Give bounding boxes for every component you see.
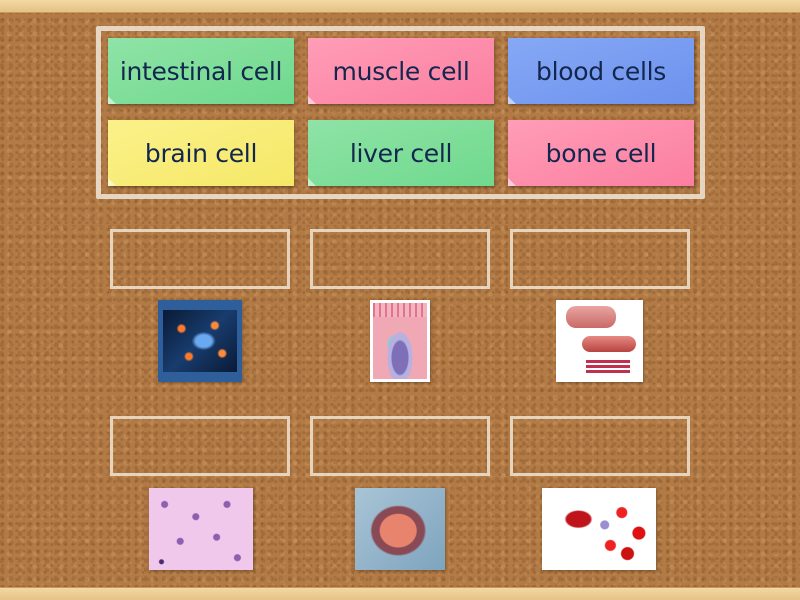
drop-zone-5[interactable] (310, 416, 490, 476)
drop-zone-3[interactable] (510, 229, 690, 289)
intestinal-cell-diagram-image (370, 300, 430, 382)
card-brain-cell[interactable]: brain cell (108, 120, 294, 186)
neuron-network-image (158, 300, 242, 382)
myofibril-shape (586, 360, 630, 374)
board-frame-top (0, 0, 800, 13)
card-liver-cell[interactable]: liver cell (308, 120, 494, 186)
liver-tissue-micrograph-image (149, 488, 253, 570)
card-bone-cell[interactable]: bone cell (508, 120, 694, 186)
board-frame-bottom (0, 587, 800, 600)
drop-zone-6[interactable] (510, 416, 690, 476)
card-intestinal-cell[interactable]: intestinal cell (108, 38, 294, 104)
muscle-fiber-diagram-image (556, 300, 643, 382)
drop-zone-4[interactable] (110, 416, 290, 476)
muscle-bundle-shape (566, 306, 616, 328)
drop-zone-1[interactable] (110, 229, 290, 289)
card-bank (96, 26, 705, 199)
blood-vessel-cells-diagram-image (542, 488, 656, 570)
card-muscle-cell[interactable]: muscle cell (308, 38, 494, 104)
drop-zone-2[interactable] (310, 229, 490, 289)
muscle-fiber-shape (582, 336, 636, 352)
bone-cell-micrograph-image (355, 488, 445, 570)
card-blood-cells[interactable]: blood cells (508, 38, 694, 104)
